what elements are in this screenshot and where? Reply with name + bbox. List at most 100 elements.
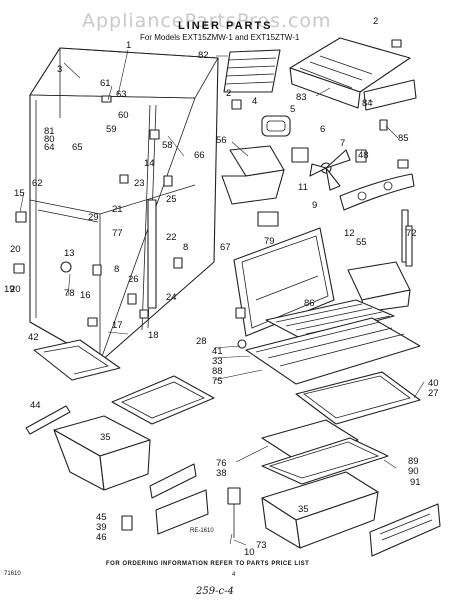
callout-48: 48 — [358, 150, 369, 161]
plug-85 — [379, 119, 388, 131]
drawing-stamp: RE-1610 — [190, 528, 214, 534]
clip-2-top — [391, 39, 402, 48]
bin-front-84 — [363, 79, 417, 111]
callout-77: 77 — [112, 228, 123, 239]
callout-27: 27 — [428, 388, 439, 399]
callout-2-left: 2 — [226, 88, 231, 99]
shelf-76 — [261, 419, 359, 461]
callout-91: 91 — [410, 477, 421, 488]
corner-code: 71610 — [4, 571, 21, 577]
cabinet-clips — [13, 95, 183, 327]
callout-75: 75 — [212, 376, 223, 387]
pan-55 — [347, 261, 411, 313]
callout-63: 63 — [116, 89, 127, 100]
callout-18: 18 — [148, 330, 159, 341]
callout-1: 1 — [126, 40, 131, 51]
callout-78: 78 — [64, 288, 75, 299]
callout-45: 45 — [96, 512, 107, 523]
callout-60: 60 — [118, 110, 129, 121]
light-housing-5 — [261, 115, 291, 137]
pan-42 — [33, 339, 121, 381]
part-28 — [235, 307, 246, 319]
callout-8-upper: 8 — [183, 242, 188, 253]
crisper-cover-89 — [261, 437, 389, 485]
strip-44 — [25, 405, 71, 435]
fan-shroud-9 — [339, 173, 415, 211]
callout-64: 64 — [44, 142, 55, 153]
crisper-pan-35-right — [261, 471, 379, 549]
callout-66: 66 — [194, 150, 205, 161]
callout-22: 22 — [166, 232, 177, 243]
callout-24: 24 — [166, 292, 177, 303]
callout-58: 58 — [162, 140, 173, 151]
callout-20-upper: 20 — [10, 244, 21, 255]
callout-40: 40 — [428, 378, 439, 389]
callout-38: 38 — [216, 468, 227, 479]
callout-26: 26 — [128, 274, 139, 285]
callout-76: 76 — [216, 458, 227, 469]
glass-shelf-40 — [295, 371, 421, 425]
callout-56: 56 — [216, 135, 227, 146]
callout-10: 10 — [244, 547, 255, 558]
callout-4: 4 — [252, 96, 257, 107]
callout-labels: 1 2 3 4 5 6 7 8 8 9 10 11 12 13 14 15 16… — [4, 16, 439, 558]
callout-7: 7 — [340, 138, 345, 149]
evaporator-cover-12 — [233, 227, 335, 337]
callout-6: 6 — [320, 124, 325, 135]
callout-84: 84 — [362, 98, 373, 109]
callout-65: 65 — [72, 142, 83, 153]
callout-2-top: 2 — [373, 16, 378, 27]
pan-front-38 — [149, 463, 209, 535]
ice-bin-83 — [289, 37, 411, 109]
callout-23: 23 — [134, 178, 145, 189]
diagram-title: LINER PARTS — [178, 20, 273, 32]
callout-85: 85 — [398, 133, 409, 144]
callout-79: 79 — [264, 236, 275, 247]
callout-28: 28 — [196, 336, 207, 347]
fastener-2-left — [231, 99, 242, 110]
callout-20-lower: 20 — [10, 284, 21, 295]
callout-16: 16 — [80, 290, 91, 301]
callout-73: 73 — [256, 540, 267, 551]
clip-2-right — [397, 159, 409, 169]
callout-81: 81 — [44, 126, 55, 137]
callout-11: 11 — [298, 182, 308, 193]
cabinet-liner — [29, 47, 219, 363]
callout-17: 17 — [112, 320, 123, 331]
part-48 — [355, 149, 367, 163]
callout-72: 72 — [406, 228, 417, 239]
pan-56 — [221, 145, 285, 205]
footer-mark: 4 — [232, 572, 236, 578]
callout-35-left: 35 — [100, 432, 111, 443]
leader-lines — [19, 49, 425, 546]
part-41 — [237, 339, 247, 349]
ordering-info-footer: FOR ORDERING INFORMATION REFER TO PARTS … — [106, 561, 309, 567]
callout-12: 12 — [344, 228, 355, 239]
ice-tray-82 — [223, 49, 281, 93]
callout-15: 15 — [14, 188, 25, 199]
callout-21: 21 — [112, 204, 123, 215]
cover-67 — [257, 211, 279, 227]
callout-80: 80 — [44, 134, 55, 145]
crisper-front-91 — [369, 503, 441, 557]
callout-14: 14 — [144, 158, 155, 169]
callout-33: 33 — [212, 356, 223, 367]
callout-44: 44 — [30, 400, 41, 411]
callout-29: 29 — [88, 212, 99, 223]
damper-control-10 — [227, 487, 241, 538]
callout-55: 55 — [356, 237, 367, 248]
handwritten-note: 259-c-4 — [195, 586, 234, 597]
callout-59: 59 — [106, 124, 117, 135]
callout-39: 39 — [96, 522, 107, 533]
watermark-text: AppliancePartsPros.com — [82, 10, 332, 32]
callout-83: 83 — [296, 92, 307, 103]
callout-82: 82 — [198, 50, 209, 61]
callout-89: 89 — [408, 456, 419, 467]
callout-19: 19 — [4, 284, 15, 295]
callout-62: 62 — [32, 178, 43, 189]
fan-motor-assembly — [291, 147, 351, 191]
callout-8-lower: 8 — [114, 264, 119, 275]
callout-67: 67 — [220, 242, 231, 253]
